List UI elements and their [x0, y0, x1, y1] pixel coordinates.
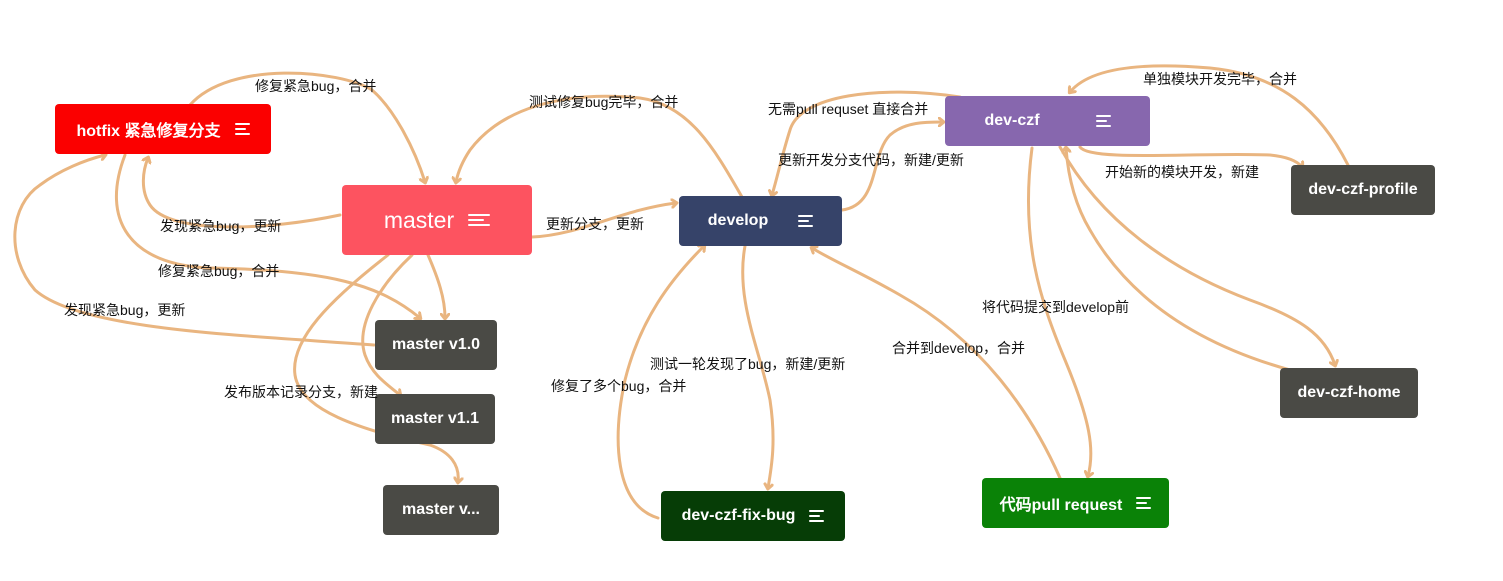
edge-develop-to-fixbug: [741, 244, 775, 488]
edge-master-to-hotfix: [143, 158, 342, 229]
edge-devczf-to-profile: [1078, 145, 1302, 167]
menu-icon[interactable]: [1136, 494, 1152, 512]
edge-fixbug-to-develop: [616, 246, 704, 520]
node-master-vx[interactable]: master v...: [383, 485, 499, 535]
node-master-vx-label: master v...: [402, 501, 480, 518]
node-pull-request[interactable]: 代码pull request: [982, 478, 1169, 528]
node-dev-czf[interactable]: dev-czf: [945, 96, 1150, 146]
node-dev-czf-profile-label: dev-czf-profile: [1308, 181, 1418, 198]
menu-icon[interactable]: [809, 507, 825, 525]
edge-develop-to-master: [456, 94, 744, 199]
node-dev-czf-profile[interactable]: dev-czf-profile: [1291, 165, 1435, 215]
edge-profile-to-devczf: [1070, 64, 1350, 167]
edge-label-update-dev-code: 更新开发分支代码，新建/更新: [778, 152, 964, 168]
menu-icon[interactable]: [1095, 112, 1111, 130]
edge-pr-to-develop: [812, 248, 1062, 480]
node-master-label: master: [383, 206, 455, 233]
edge-label-found-bug-update-2: 发现紧急bug，更新: [64, 302, 186, 318]
edge-label-hotfix-merge-top: 修复紧急bug，合并: [255, 78, 377, 94]
node-pull-request-label: 代码pull request: [999, 497, 1123, 514]
node-develop[interactable]: develop: [679, 196, 842, 246]
node-develop-label: develop: [707, 212, 769, 229]
edge-label-fixed-bugs-merge: 修复了多个bug，合并: [551, 378, 687, 394]
edge-label-merge-to-develop: 合并到develop，合并: [892, 340, 1026, 356]
edge-develop-to-devczf: [840, 122, 943, 212]
node-hotfix[interactable]: hotfix 紧急修复分支: [55, 104, 271, 154]
edge-hotfix-to-v10: [115, 153, 420, 318]
edge-label-module-done-merge: 单独模块开发完毕，合并: [1143, 71, 1297, 87]
edge-label-fix-bug-merge-2: 修复紧急bug，合并: [158, 263, 280, 279]
edge-master-to-v11: [361, 253, 414, 395]
edge-home-to-devczf: [1066, 148, 1292, 372]
edge-devczf-to-home: [1058, 145, 1335, 365]
node-master-v10[interactable]: master v1.0: [375, 320, 497, 370]
edge-devczf-to-develop: [772, 90, 962, 195]
node-master-v11-label: master v1.1: [390, 410, 480, 427]
node-master[interactable]: master: [342, 185, 532, 255]
edge-master-to-vx: [293, 253, 459, 482]
edge-label-release-branch: 发布版本记录分支，新建: [224, 384, 378, 400]
edge-label-update-branch: 更新分支，更新: [546, 216, 644, 232]
node-dev-czf-fix-bug[interactable]: dev-czf-fix-bug: [661, 491, 845, 541]
edge-devczf-to-pr: [1026, 146, 1090, 476]
menu-icon[interactable]: [234, 120, 250, 138]
edge-label-found-bug-update-1: 发现紧急bug，更新: [160, 218, 282, 234]
edge-master-to-develop: [530, 203, 676, 239]
edge-master-to-v10: [426, 253, 445, 318]
edge-label-commit-before-develop: 将代码提交到develop前: [982, 299, 1130, 315]
menu-icon[interactable]: [468, 211, 491, 229]
edge-label-new-module: 开始新的模块开发，新建: [1105, 164, 1259, 180]
menu-icon[interactable]: [798, 212, 814, 230]
node-master-v11[interactable]: master v1.1: [375, 394, 495, 444]
node-dev-czf-fix-bug-label: dev-czf-fix-bug: [681, 507, 796, 524]
edge-label-test-fix-merge: 测试修复bug完毕，合并: [529, 94, 679, 110]
node-hotfix-label: hotfix 紧急修复分支: [76, 123, 221, 140]
node-dev-czf-label: dev-czf: [984, 112, 1040, 129]
node-dev-czf-home[interactable]: dev-czf-home: [1280, 368, 1418, 418]
edge-label-test-found-bug: 测试一轮发现了bug，新建/更新: [650, 356, 846, 372]
edge-hotfix-to-master: [188, 71, 425, 182]
node-dev-czf-home-label: dev-czf-home: [1297, 384, 1401, 401]
edge-label-no-pr-merge: 无需pull requset 直接合并: [768, 101, 929, 117]
node-master-v10-label: master v1.0: [391, 336, 481, 353]
edge-v10-to-hotfix: [13, 155, 376, 347]
